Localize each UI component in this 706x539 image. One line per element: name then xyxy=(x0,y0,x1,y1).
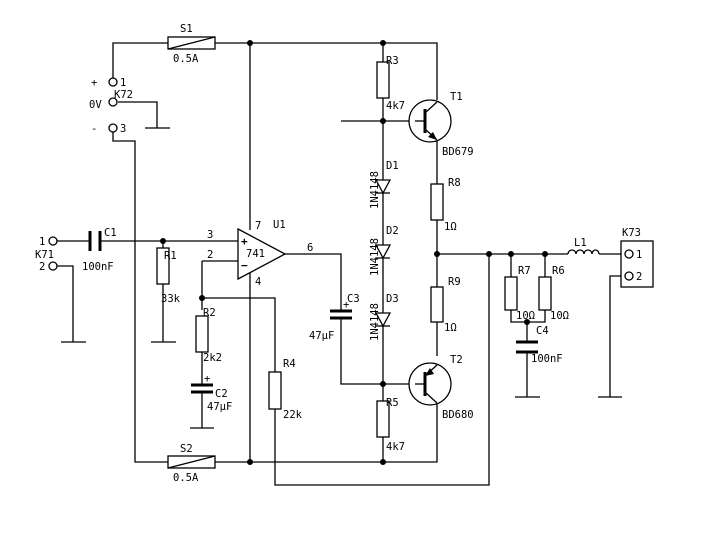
svg-text:R5: R5 xyxy=(386,397,399,409)
junction-dots xyxy=(160,40,548,465)
resistor-r3: R3 4k7 xyxy=(376,55,405,112)
svg-text:6: 6 xyxy=(307,242,313,254)
diode-d3: D3 1N4148 xyxy=(369,293,399,341)
svg-text:C2: C2 xyxy=(215,388,228,400)
svg-text:C4: C4 xyxy=(536,325,549,337)
capacitor-c1: C1 100nF xyxy=(82,227,117,273)
svg-text:1: 1 xyxy=(120,77,126,89)
svg-text:K72: K72 xyxy=(114,89,133,101)
svg-text:741: 741 xyxy=(246,248,265,260)
svg-text:R7: R7 xyxy=(518,265,531,277)
capacitor-c2: + C2 47µF xyxy=(191,373,232,413)
transistor-t1: T1 BD679 xyxy=(408,91,474,158)
svg-text:1N4148: 1N4148 xyxy=(369,303,381,341)
svg-text:R4: R4 xyxy=(283,358,296,370)
svg-text:D1: D1 xyxy=(386,160,399,172)
svg-text:R6: R6 xyxy=(552,265,565,277)
svg-text:K73: K73 xyxy=(622,227,641,239)
svg-text:+: + xyxy=(343,299,349,311)
svg-text:K71: K71 xyxy=(35,249,54,261)
transistor-t2: T2 BD680 xyxy=(408,354,474,421)
resistor-r9: R9 1Ω xyxy=(430,276,461,334)
svg-text:R8: R8 xyxy=(448,177,461,189)
svg-text:22k: 22k xyxy=(283,409,303,421)
svg-text:3: 3 xyxy=(207,229,213,241)
svg-text:47µF: 47µF xyxy=(207,401,232,413)
svg-text:S2: S2 xyxy=(180,443,193,455)
svg-text:3: 3 xyxy=(120,123,126,135)
svg-text:7: 7 xyxy=(255,220,261,232)
resistor-r7: R7 10Ω xyxy=(504,265,535,322)
resistor-r2: R2 2k2 xyxy=(195,307,222,364)
svg-text:C3: C3 xyxy=(347,293,360,305)
svg-text:2: 2 xyxy=(636,271,642,283)
svg-text:D3: D3 xyxy=(386,293,399,305)
fuse-s2: S2 0.5A xyxy=(167,443,216,484)
inductor-l1: L1 xyxy=(567,237,600,255)
svg-text:0.5A: 0.5A xyxy=(173,472,199,484)
resistor-r6: R6 10Ω xyxy=(538,265,569,322)
svg-text:0.5A: 0.5A xyxy=(173,53,199,65)
svg-text:1: 1 xyxy=(39,236,45,248)
svg-text:R2: R2 xyxy=(203,307,216,319)
svg-text:+: + xyxy=(91,77,97,89)
fuse-s1: S1 0.5A xyxy=(167,23,216,65)
svg-text:1N4148: 1N4148 xyxy=(369,171,381,209)
terminal-k72: + 1 K72 0V - 3 xyxy=(89,77,133,135)
diode-d2: D2 1N4148 xyxy=(369,225,399,276)
svg-text:+: + xyxy=(241,235,248,248)
svg-text:+: + xyxy=(204,373,210,385)
svg-text:BD679: BD679 xyxy=(442,146,474,158)
svg-text:10Ω: 10Ω xyxy=(550,310,569,322)
diode-d1: D1 1N4148 xyxy=(369,160,399,209)
svg-text:100nF: 100nF xyxy=(82,261,114,273)
svg-text:R1: R1 xyxy=(164,250,177,262)
svg-text:33k: 33k xyxy=(161,293,181,305)
svg-text:47µF: 47µF xyxy=(309,330,334,342)
svg-text:U1: U1 xyxy=(273,219,286,231)
resistor-r1: R1 33k xyxy=(156,247,181,305)
svg-text:1Ω: 1Ω xyxy=(444,322,457,334)
wires xyxy=(55,42,625,486)
svg-text:R9: R9 xyxy=(448,276,461,288)
terminal-k73: 1 2 K73 xyxy=(620,227,654,288)
svg-text:1Ω: 1Ω xyxy=(444,221,457,233)
svg-text:2: 2 xyxy=(207,249,213,261)
svg-text:1N4148: 1N4148 xyxy=(369,238,381,276)
terminal-k71: 1 K71 2 xyxy=(35,236,58,273)
svg-text:T1: T1 xyxy=(450,91,463,103)
svg-text:−: − xyxy=(241,259,248,272)
svg-text:2k2: 2k2 xyxy=(203,352,222,364)
svg-text:D2: D2 xyxy=(386,225,399,237)
svg-text:4: 4 xyxy=(255,276,261,288)
svg-text:C1: C1 xyxy=(104,227,117,239)
resistor-r4: R4 22k xyxy=(268,358,303,421)
svg-text:100nF: 100nF xyxy=(531,353,563,365)
svg-text:2: 2 xyxy=(39,261,45,273)
svg-text:R3: R3 xyxy=(386,55,399,67)
capacitor-c4: C4 100nF xyxy=(516,325,563,365)
svg-text:1: 1 xyxy=(636,249,642,261)
capacitor-c3: + C3 47µF xyxy=(309,293,360,342)
svg-text:S1: S1 xyxy=(180,23,193,35)
resistor-r5: R5 4k7 xyxy=(376,397,405,453)
svg-text:L1: L1 xyxy=(574,237,587,249)
svg-text:10Ω: 10Ω xyxy=(516,310,535,322)
svg-text:0V: 0V xyxy=(89,99,102,111)
resistor-r8: R8 1Ω xyxy=(430,177,461,233)
svg-text:-: - xyxy=(91,123,97,135)
svg-text:4k7: 4k7 xyxy=(386,100,405,112)
svg-text:BD680: BD680 xyxy=(442,409,474,421)
svg-text:T2: T2 xyxy=(450,354,463,366)
svg-text:4k7: 4k7 xyxy=(386,441,405,453)
op-amp-u1: + − 741 U1 3 2 6 7 4 xyxy=(207,219,313,288)
